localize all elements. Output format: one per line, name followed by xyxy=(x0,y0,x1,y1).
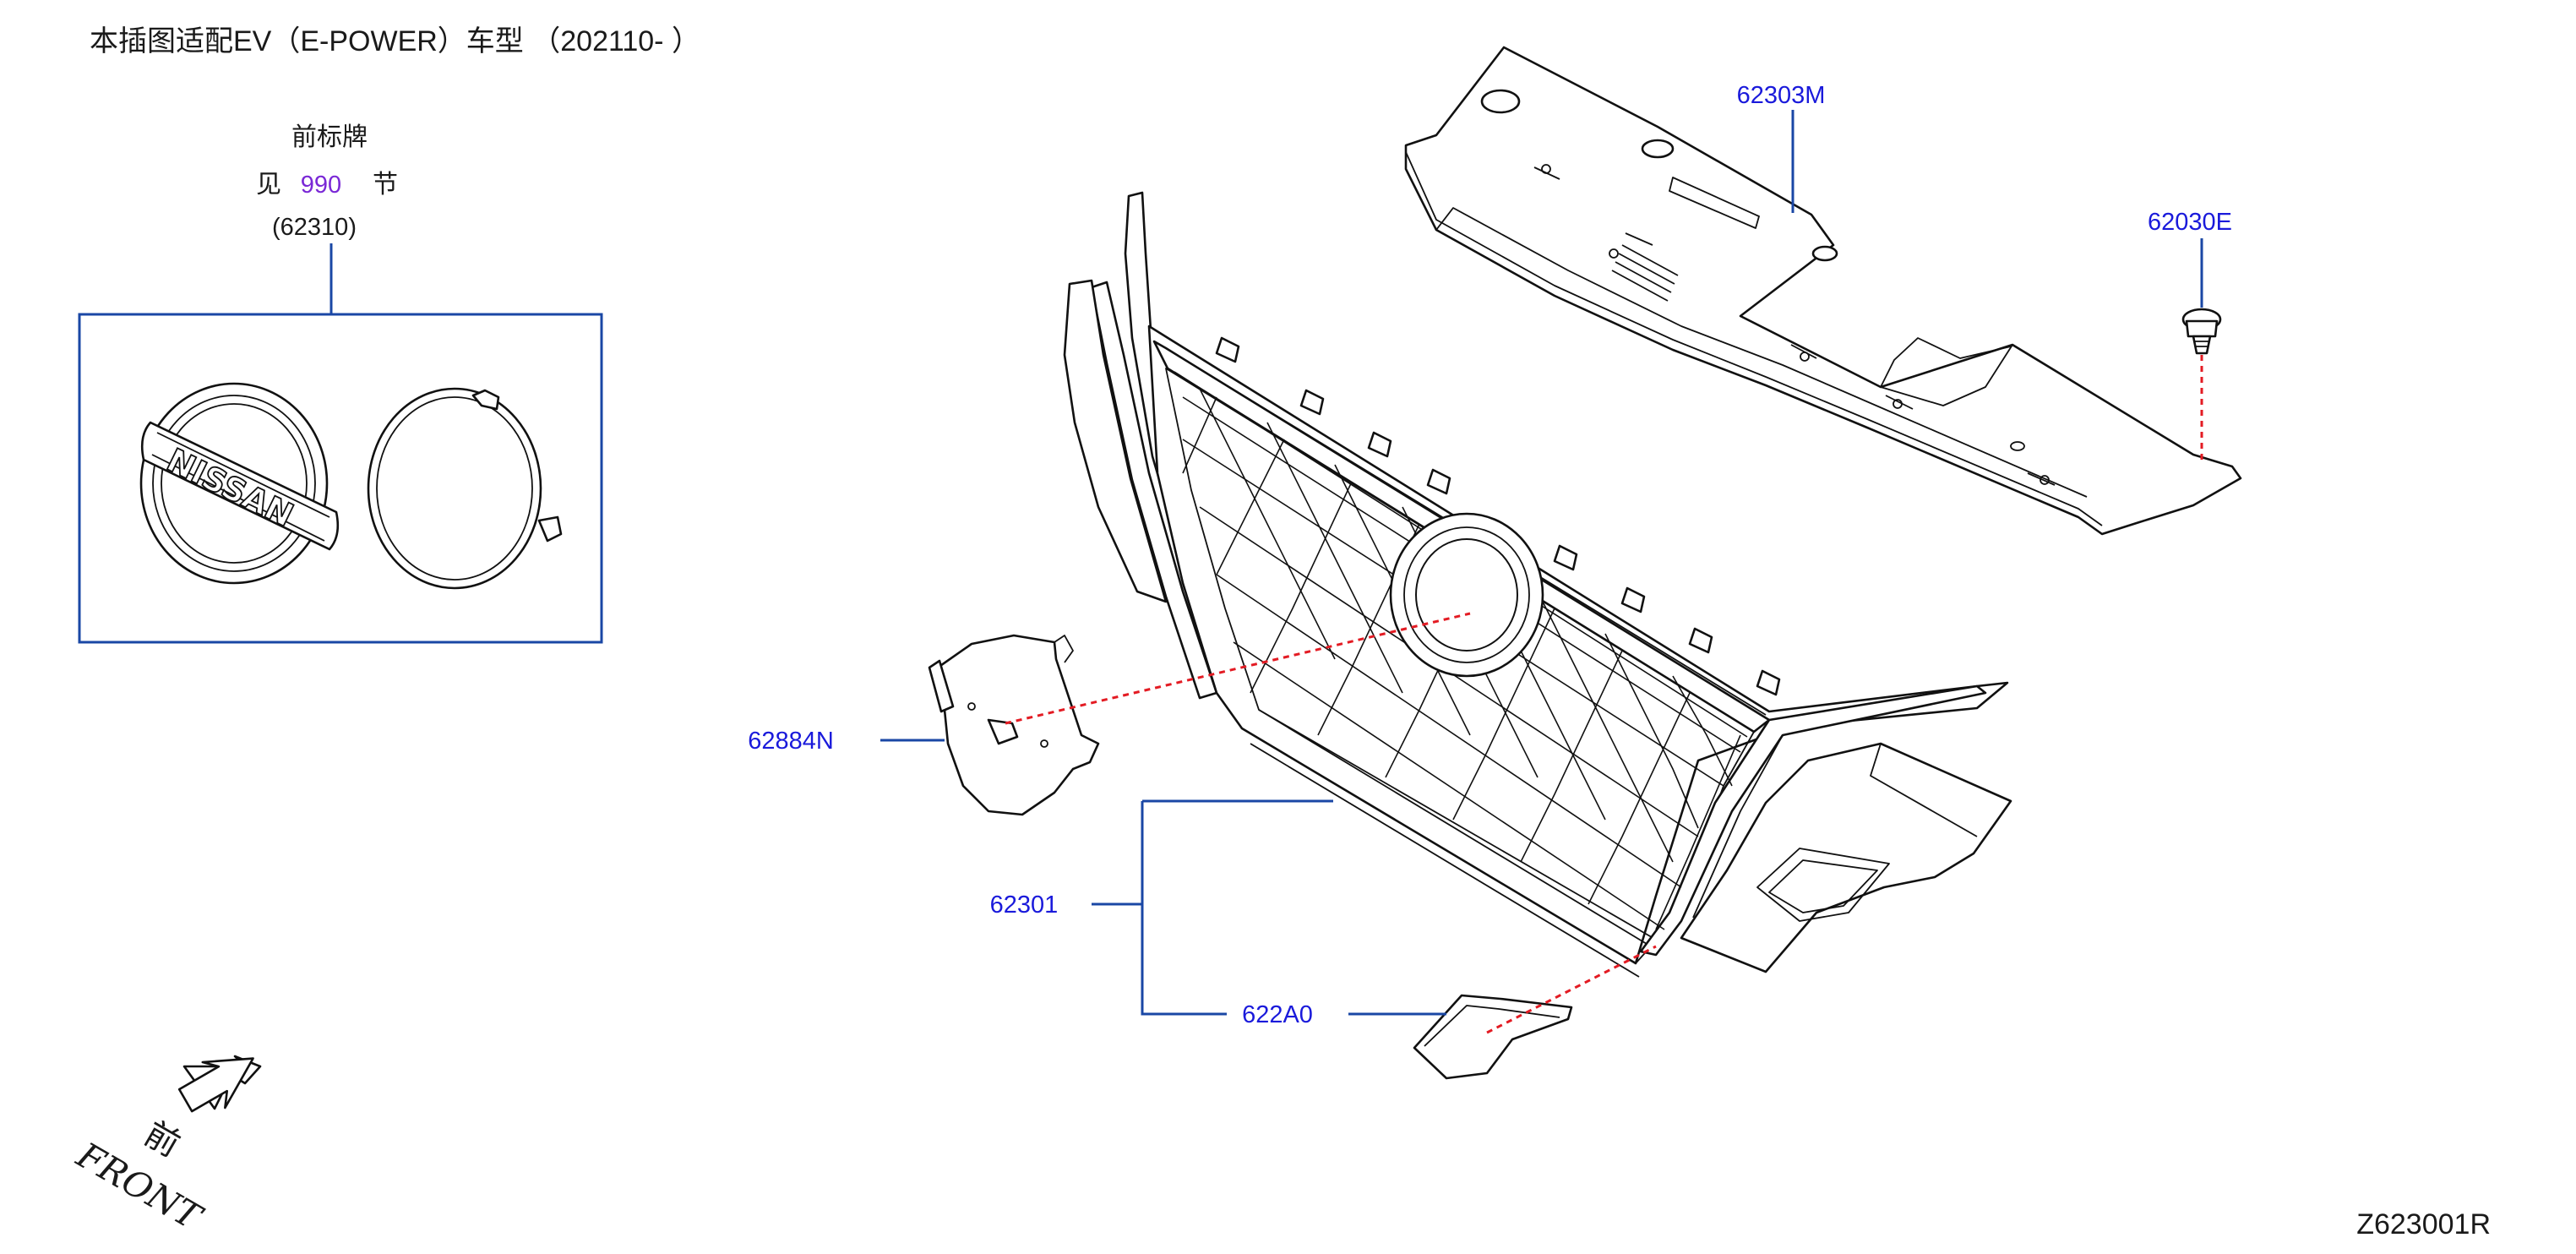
callout-trim-piece[interactable]: 622A0 xyxy=(1242,1001,1313,1028)
trim-piece-install-path xyxy=(1486,945,1657,1034)
emblem-bracket-install-path xyxy=(1005,612,1471,725)
emblem-backing-ring xyxy=(367,387,563,590)
upper-cover-part xyxy=(1404,46,2242,536)
front-label-english: FRONT xyxy=(69,1134,210,1239)
emblem-box xyxy=(78,313,603,644)
trim-piece-part xyxy=(1413,994,1573,1080)
emblem-part-number: (62310) xyxy=(272,214,357,241)
grille-bracket xyxy=(1141,801,1227,1016)
emblem-label: 前标牌 xyxy=(291,123,368,151)
callout-grille[interactable]: 62301 xyxy=(990,891,1059,919)
section-reference-link[interactable]: 990 xyxy=(301,172,341,199)
diagram-title: 本插图适配EV（E-POWER）车型 （202110- ） xyxy=(90,25,700,57)
callout-upper-cover[interactable]: 62303M xyxy=(1737,82,1826,109)
front-grille-part xyxy=(1063,191,2012,978)
clip-fastener xyxy=(2181,308,2222,355)
nissan-emblem: NISSAN xyxy=(139,382,340,585)
diagram-code: Z623001R xyxy=(2356,1208,2491,1240)
callout-clip[interactable]: 62030E xyxy=(2148,209,2232,236)
see-prefix: 见 xyxy=(256,171,281,199)
front-label-chinese: 前 xyxy=(138,1115,187,1165)
front-direction-arrow xyxy=(177,1055,262,1113)
see-suffix: 节 xyxy=(373,171,398,199)
callout-emblem-bracket[interactable]: 62884N xyxy=(748,728,834,755)
emblem-bracket-part xyxy=(928,634,1100,816)
